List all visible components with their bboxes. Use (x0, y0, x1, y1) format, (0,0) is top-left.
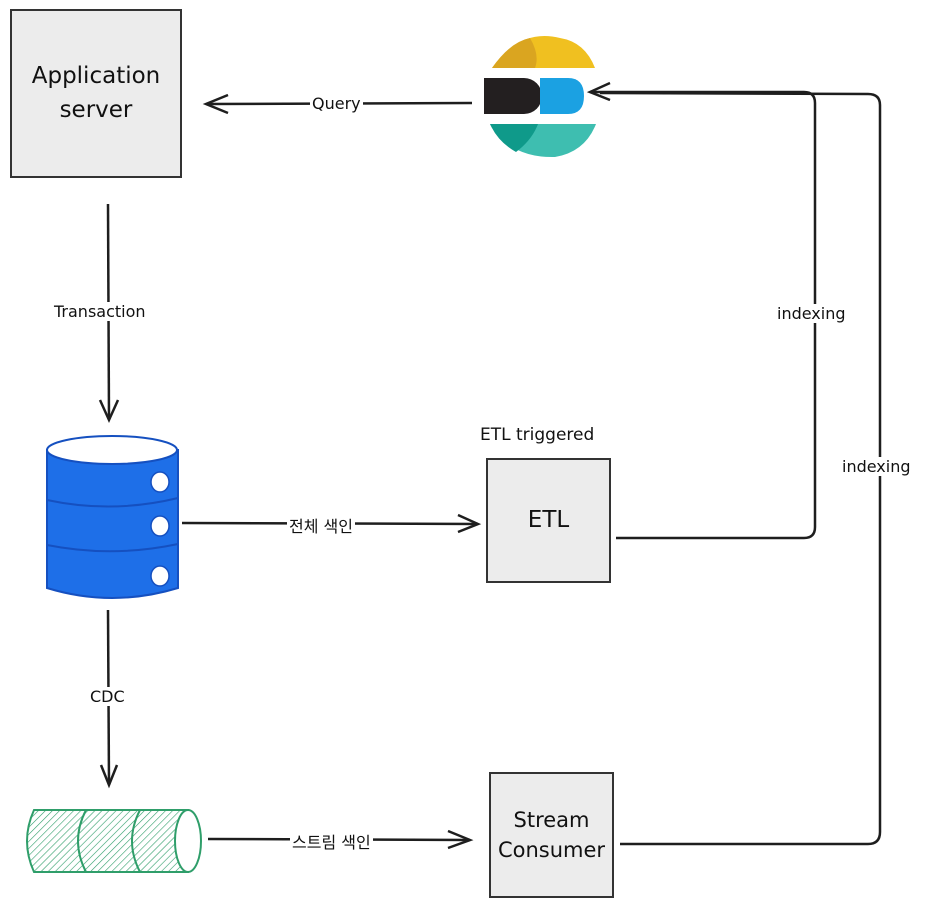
stream-consumer-label-line1: Stream (513, 807, 590, 832)
database-icon (46, 435, 179, 599)
etl-node[interactable]: ETL (486, 458, 611, 583)
etl-label: ETL (527, 506, 570, 533)
query-label: Query (310, 94, 363, 113)
application-server-label-line1: Application (31, 63, 161, 90)
application-server-label-line2: server (59, 96, 133, 123)
stream-queue-icon (26, 809, 202, 873)
stream-indexing-label: indexing (840, 457, 913, 476)
stream-consumer-node[interactable]: Stream Consumer (489, 772, 614, 898)
elasticsearch-logo-icon (484, 36, 596, 158)
stream-index-label: 스트림 색인 (290, 829, 373, 853)
etl-indexing-label: indexing (775, 304, 848, 323)
transaction-label: Transaction (52, 302, 148, 321)
full-index-label: 전체 색인 (287, 513, 355, 537)
etl-caption: ETL triggered (480, 425, 595, 445)
stream-indexing-arrow (599, 91, 882, 846)
application-server-node[interactable]: Application server (10, 9, 182, 178)
cdc-label: CDC (88, 687, 127, 706)
stream-consumer-label-line2: Consumer (497, 838, 606, 862)
